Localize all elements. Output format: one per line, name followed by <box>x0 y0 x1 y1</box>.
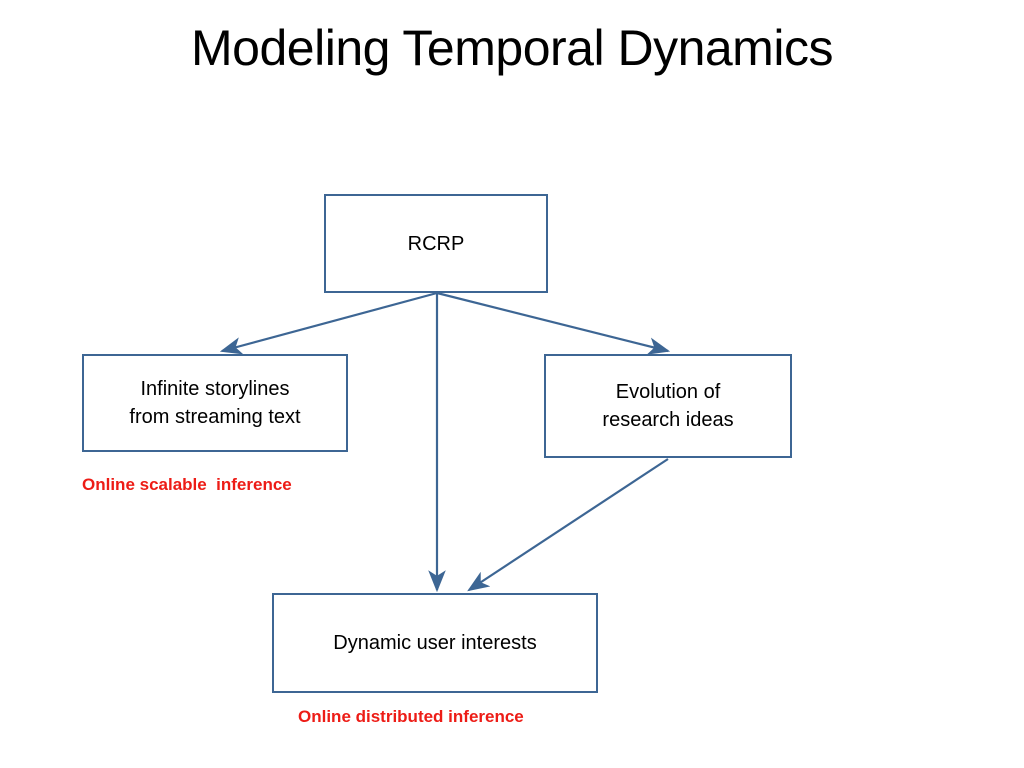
node-rcrp[interactable]: RCRP <box>324 194 548 293</box>
node-infinite-storylines[interactable]: Infinite storylines from streaming text <box>82 354 348 452</box>
annotation-online-scalable-inference: Online scalable inference <box>82 475 292 494</box>
edge-rcrp-to-left <box>219 291 438 355</box>
node-dynamic-user-interests-label: Dynamic user interests <box>333 632 537 654</box>
node-rcrp-label: RCRP <box>407 232 465 255</box>
edge-right-to-bottom <box>467 458 669 592</box>
node-dynamic-user-interests[interactable]: Dynamic user interests <box>272 593 598 693</box>
annotation-online-distributed-inference: Online distributed inference <box>298 707 524 726</box>
edge-rcrp-to-right <box>436 291 671 355</box>
node-evolution-of-research-ideas[interactable]: Evolution of research ideas <box>544 354 792 458</box>
node-evolution-of-research-ideas-label: Evolution of research ideas <box>602 381 734 431</box>
node-infinite-storylines-label: Infinite storylines from streaming text <box>129 378 301 428</box>
page-title: Modeling Temporal Dynamics <box>191 20 833 76</box>
